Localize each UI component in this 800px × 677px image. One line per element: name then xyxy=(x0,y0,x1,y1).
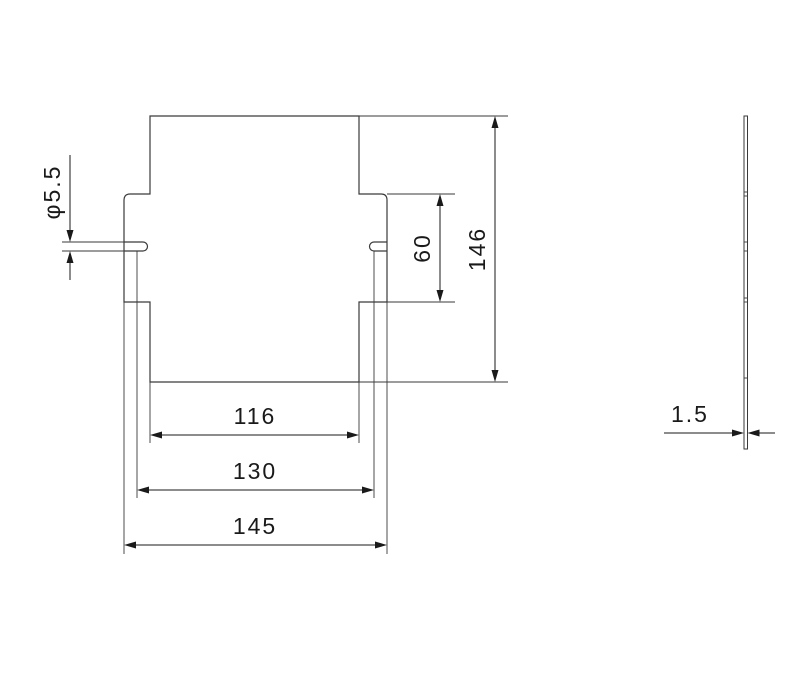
label-thickness: 1.5 xyxy=(671,401,709,427)
dimension-116 xyxy=(150,431,359,439)
label-slot-width: 130 xyxy=(233,458,277,484)
label-slot-spacing: 60 xyxy=(409,233,435,263)
dimension-146 xyxy=(491,116,499,382)
side-view xyxy=(743,115,748,450)
label-overall-height: 146 xyxy=(464,227,490,271)
front-view xyxy=(123,115,388,383)
dimension-thickness xyxy=(664,429,775,437)
dimension-130 xyxy=(137,486,374,494)
label-inner-width: 116 xyxy=(234,403,277,429)
label-hole-diameter: φ5.5 xyxy=(39,165,65,220)
plate-edge xyxy=(743,115,748,450)
extension-lines xyxy=(62,115,508,554)
label-overall-width: 145 xyxy=(233,513,277,539)
dimension-60 xyxy=(436,194,444,302)
plate-outline xyxy=(123,115,388,383)
dimension-145 xyxy=(124,541,387,549)
dimension-hole-diameter xyxy=(66,155,74,280)
right-slot xyxy=(368,241,387,252)
left-slot xyxy=(124,241,149,252)
